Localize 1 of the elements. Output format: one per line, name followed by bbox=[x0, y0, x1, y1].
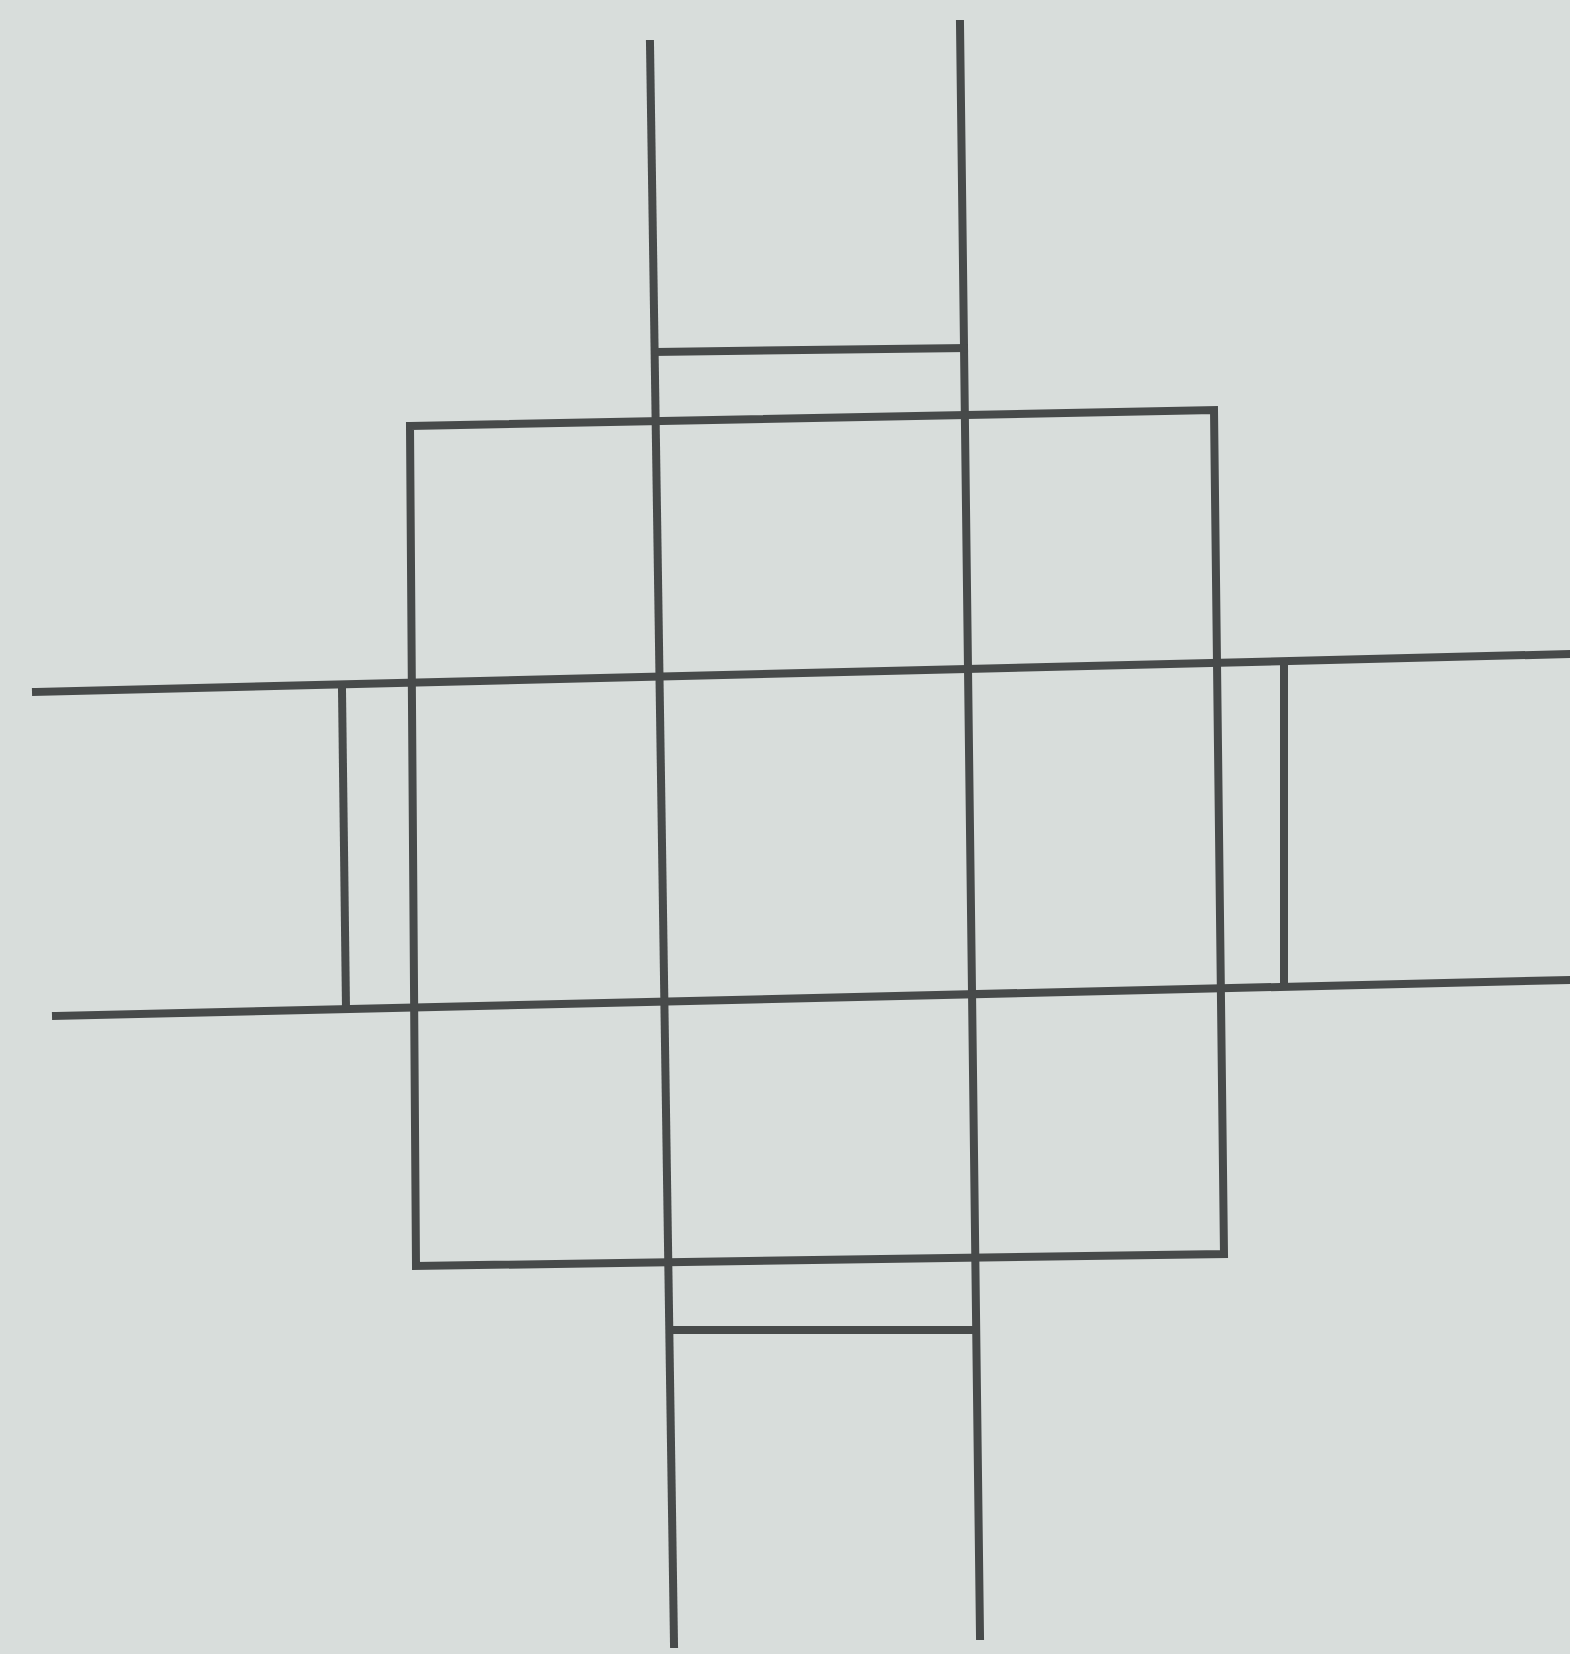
square-outline bbox=[405, 405, 1229, 1271]
